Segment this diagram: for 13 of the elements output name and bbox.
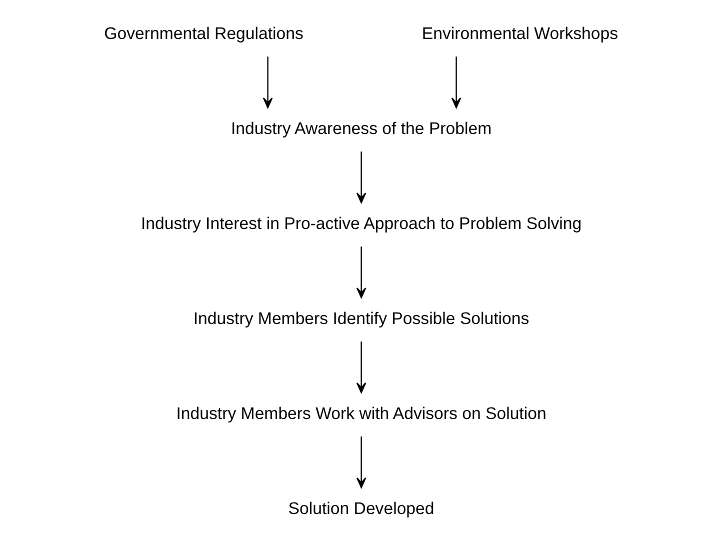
- node-text: Environmental Workshops: [421, 24, 618, 44]
- arrow: [356, 436, 366, 488]
- node-text: Industry Members Identify Possible Solutions: [192, 308, 529, 328]
- node-text: Industry Interest in Pro-active Approach to Problem Solving: [140, 214, 582, 233]
- arrow: [356, 246, 366, 298]
- arrow: [262, 56, 272, 108]
- node-text: Industry Awareness of the Problem: [230, 118, 492, 138]
- arrow: [356, 152, 366, 204]
- arrow: [356, 342, 366, 394]
- node-text: Governmental Regulations: [104, 24, 303, 44]
- arrow: [450, 56, 461, 108]
- node-text: Industry Members Work with Advisors on Solution: [176, 404, 546, 423]
- node-text: Solution Developed: [288, 498, 434, 518]
